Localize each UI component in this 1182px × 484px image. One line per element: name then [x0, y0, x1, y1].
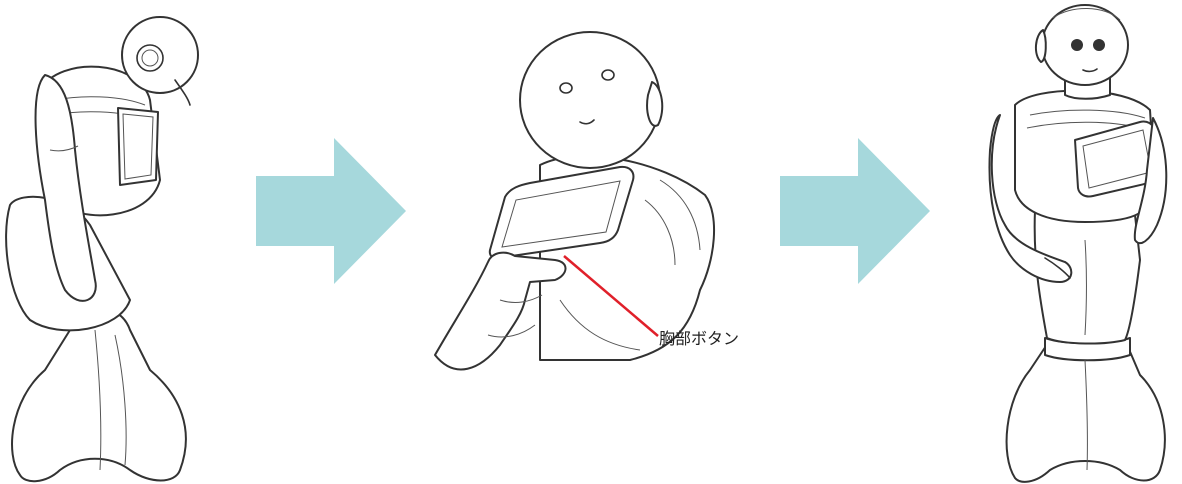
arrow-right-1: [256, 138, 406, 284]
robot-slumped-illustration: [0, 0, 200, 484]
robot-standing-illustration: [975, 0, 1182, 484]
chest-button-label: 胸部ボタン: [659, 325, 739, 349]
arrow-right-2: [780, 138, 930, 284]
